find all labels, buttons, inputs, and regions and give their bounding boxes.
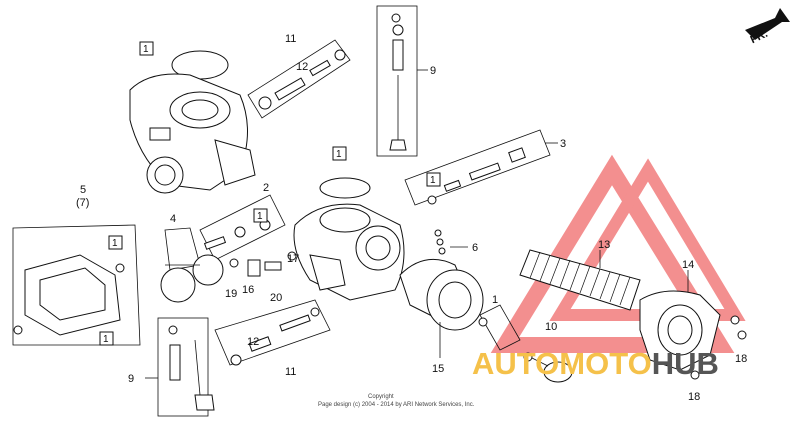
watermark-brand-part1: AUTOMOTO — [472, 346, 652, 381]
box-marker-2 — [253, 208, 268, 223]
copyright-title: Copyright — [368, 394, 394, 400]
callout-9-lower: 9 — [128, 373, 134, 385]
callout-6: 3 — [560, 138, 566, 150]
part-2 — [199, 194, 286, 261]
part-13 — [519, 249, 641, 311]
watermark-brand-part2: HUB — [652, 346, 719, 381]
callout-16: 16 — [242, 284, 254, 296]
svg-text:1: 1 — [336, 149, 342, 160]
svg-text:1: 1 — [103, 334, 109, 345]
part-11-upper — [247, 39, 351, 119]
callout-17: 17 — [287, 253, 299, 265]
callout-20: 20 — [270, 292, 282, 304]
svg-text:1: 1 — [430, 175, 436, 186]
part-5 — [12, 224, 141, 346]
callout-4: 4 — [170, 213, 176, 225]
part-4 — [160, 227, 224, 303]
parts-16-17-19-20 — [229, 251, 297, 277]
callout-18b: 18 — [688, 391, 700, 403]
callout-2: 2 — [263, 182, 269, 194]
part-11-lower — [214, 299, 331, 366]
callout-13: 13 — [598, 239, 610, 251]
callout-5: 5 — [80, 184, 86, 196]
callout-14: 14 — [682, 259, 694, 271]
box-marker-6 — [426, 172, 441, 187]
box-marker-5b — [99, 331, 114, 346]
watermark-brand: AUTOMOTOHUB — [472, 346, 719, 381]
callout-12-lower: 12 — [247, 336, 259, 348]
box-marker-5a — [108, 235, 123, 250]
svg-text:1: 1 — [257, 211, 263, 222]
part-6 — [404, 129, 551, 206]
callout-12-upper: 12 — [296, 61, 308, 73]
callout-9-upper: 9 — [430, 65, 436, 77]
part-15 — [399, 258, 484, 331]
callout-7: (7) — [76, 197, 89, 209]
part-9-lower — [157, 317, 215, 417]
callout-19: 19 — [225, 288, 237, 300]
part-9-upper — [376, 5, 418, 157]
part-3 — [478, 304, 521, 351]
callout-8: 6 — [472, 242, 478, 254]
part-14 — [639, 290, 721, 371]
callout-11-upper: 11 — [285, 33, 296, 45]
box-marker-central — [332, 146, 347, 161]
front-arrow-icon: FR. — [745, 8, 790, 46]
central-carburetor — [293, 177, 405, 301]
part-10 — [523, 352, 573, 383]
callout-18a: 18 — [735, 353, 747, 365]
callout-3: 1 — [492, 294, 498, 306]
box-marker-text: 1 — [143, 44, 149, 55]
svg-text:1: 1 — [112, 238, 118, 249]
box-marker-1 — [139, 41, 154, 56]
copyright-text: Page design (c) 2004 - 2014 by ARI Netwo… — [318, 402, 475, 408]
part-8 — [434, 229, 446, 255]
callout-11-lower: 11 — [285, 366, 296, 378]
callout-15: 15 — [432, 363, 444, 375]
upper-carburetor — [129, 50, 256, 194]
part-18 — [690, 315, 747, 380]
callout-10: 10 — [545, 321, 557, 333]
